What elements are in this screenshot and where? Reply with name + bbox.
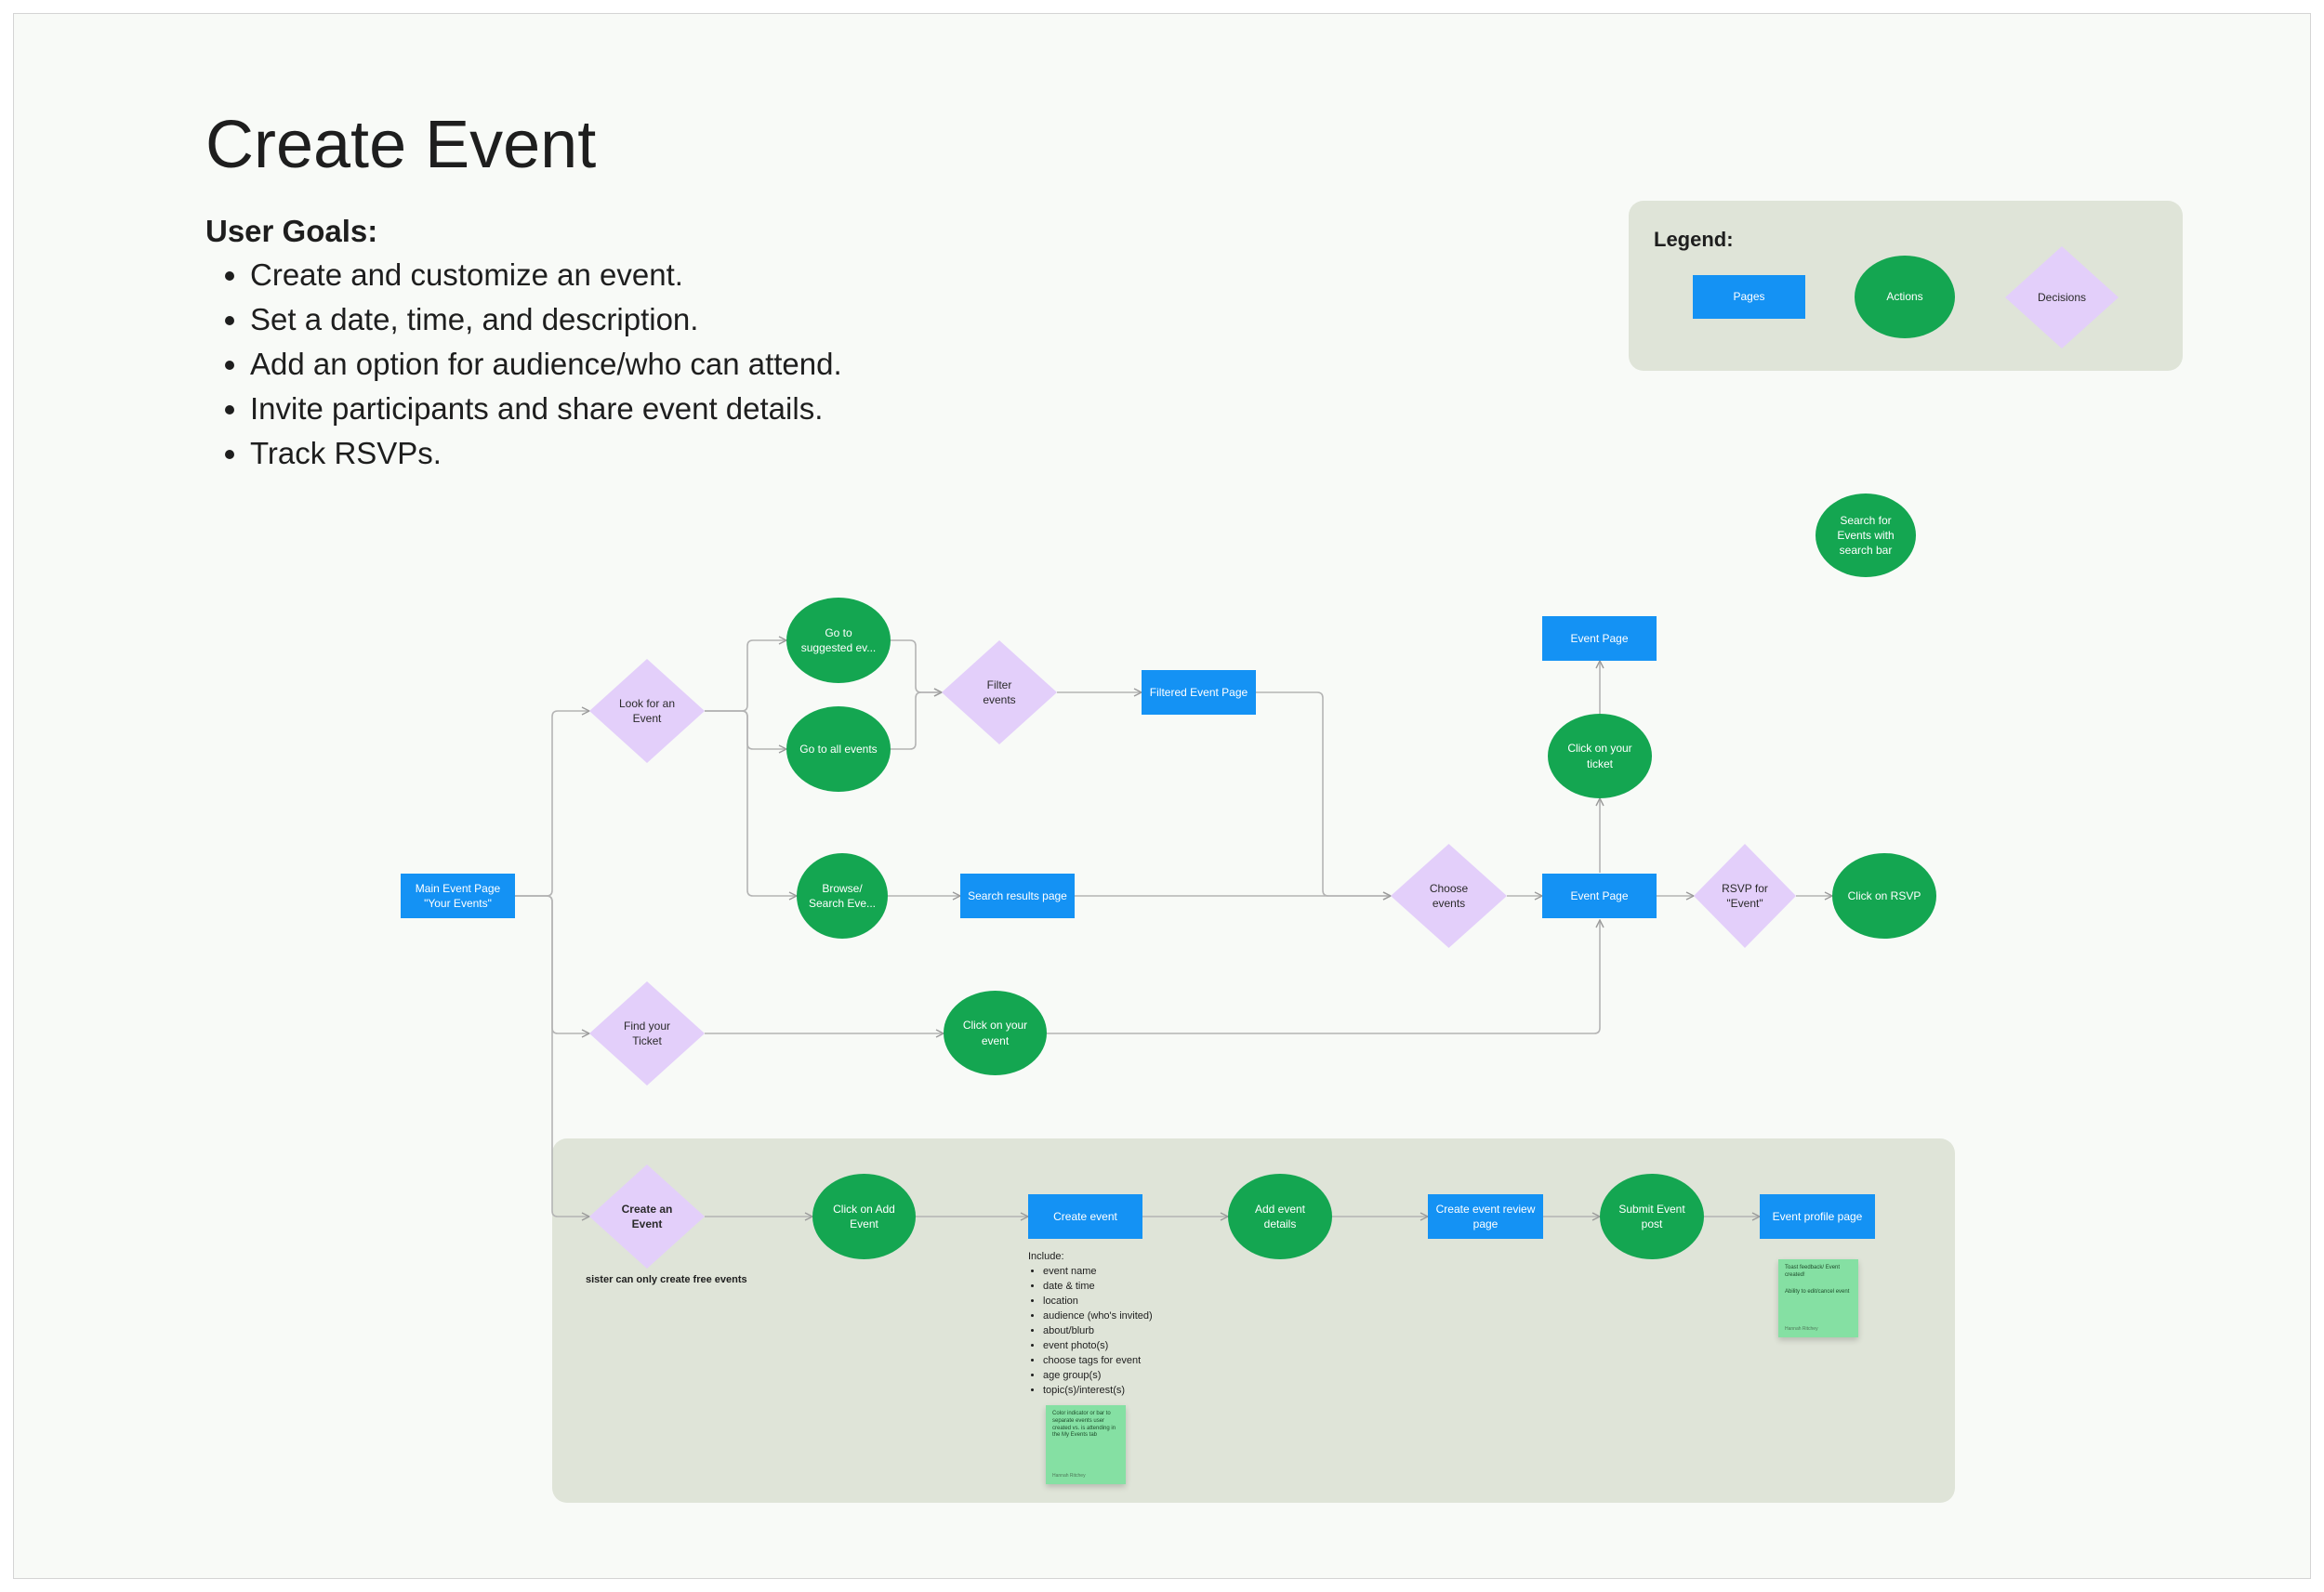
include-item: audience (who's invited): [1043, 1309, 1153, 1323]
goal-item: Set a date, time, and description.: [250, 297, 842, 342]
include-item: event photo(s): [1043, 1338, 1153, 1353]
submit-event-post-action[interactable]: Submit Event post: [1600, 1174, 1704, 1259]
goal-item: Add an option for audience/who can atten…: [250, 342, 842, 387]
browse-search-action[interactable]: Browse/ Search Eve...: [797, 853, 888, 939]
label-line: Click on your: [1567, 742, 1632, 756]
include-list-block: Include: event name date & time location…: [1028, 1249, 1153, 1398]
label-line: page: [1472, 1217, 1499, 1230]
label-line: Click on Add: [833, 1202, 895, 1216]
sister-note: sister can only create free events: [586, 1274, 747, 1285]
include-item: date & time: [1043, 1279, 1153, 1294]
label-line: Filter: [986, 678, 1012, 691]
edge-look-to-all: [705, 710, 786, 749]
edge-main-to-create: [515, 895, 589, 1217]
label-line: event: [981, 1033, 1010, 1047]
create-event-review-page[interactable]: Create event review page: [1428, 1194, 1543, 1239]
legend-pages[interactable]: Pages: [1693, 275, 1805, 319]
user-goals-list: Create and customize an event. Set a dat…: [205, 253, 842, 476]
goal-item: Create and customize an event.: [250, 253, 842, 297]
rsvp-for-event-decision[interactable]: RSVP for "Event": [1694, 844, 1796, 948]
choose-events-decision[interactable]: Choose events: [1391, 844, 1507, 948]
edge-look-to-browse: [705, 710, 797, 896]
search-results-page[interactable]: Search results page: [960, 874, 1075, 918]
add-event-details-action[interactable]: Add event details: [1228, 1174, 1332, 1259]
label-line: Main Event Page: [415, 881, 501, 895]
label-line: Click on your: [962, 1019, 1028, 1033]
include-item: choose tags for event: [1043, 1353, 1153, 1368]
goal-item: Track RSVPs.: [250, 431, 842, 476]
include-list: event name date & time location audience…: [1028, 1264, 1153, 1398]
sticky-note-toast-feedback[interactable]: Toast feedback/ Event created! Ability t…: [1778, 1259, 1858, 1337]
go-all-events-action[interactable]: Go to all events: [786, 706, 891, 792]
click-add-event-action[interactable]: Click on Add Event: [812, 1174, 916, 1259]
label-line: events: [1432, 897, 1466, 910]
edge-all-to-filter: [891, 692, 942, 750]
create-an-event-decision[interactable]: Create an Event: [589, 1164, 705, 1269]
find-ticket-decision[interactable]: Find your Ticket: [589, 981, 705, 1085]
include-heading: Include:: [1028, 1251, 1064, 1262]
label-line: Submit Event: [1618, 1202, 1685, 1216]
main-event-page[interactable]: Main Event Page "Your Events": [401, 874, 515, 918]
label-line: Event: [850, 1217, 878, 1230]
filtered-event-page[interactable]: Filtered Event Page: [1142, 670, 1256, 715]
filter-events-decision[interactable]: Filter events: [942, 640, 1057, 744]
event-page-mid[interactable]: Event Page: [1542, 874, 1657, 918]
sticky-text: Ability to edit/cancel event: [1785, 1288, 1850, 1295]
label-line: post: [1641, 1217, 1663, 1230]
include-item: age group(s): [1043, 1368, 1153, 1383]
include-item: about/blurb: [1043, 1323, 1153, 1338]
create-event-page[interactable]: Create event: [1028, 1194, 1142, 1239]
sticky-author: Hannah Ritchey: [1785, 1325, 1818, 1332]
sticky-text: Toast feedback/ Event created!: [1785, 1265, 1841, 1278]
include-item: location: [1043, 1294, 1153, 1309]
user-goals-heading: User Goals:: [205, 214, 378, 248]
edge-look-to-suggested: [705, 640, 786, 712]
label-line: Go to: [825, 625, 852, 639]
label-line: "Your Events": [424, 897, 492, 910]
label-line: Look for an: [618, 696, 676, 710]
legend-heading: Legend:: [1654, 228, 1734, 251]
edge-suggested-to-filter: [891, 639, 942, 692]
label-line: RSVP for: [1722, 881, 1768, 895]
event-page-top[interactable]: Event Page: [1542, 616, 1657, 661]
label-line: Event: [631, 1217, 663, 1230]
legend-decisions[interactable]: Decisions: [2005, 246, 2119, 349]
include-item: event name: [1043, 1264, 1153, 1279]
label-line: suggested ev...: [800, 641, 877, 654]
label-line: Find your: [623, 1019, 671, 1033]
edge-main-to-look: [515, 711, 589, 897]
label-line: Event: [632, 712, 662, 725]
goal-item: Invite participants and share event deta…: [250, 387, 842, 431]
label-line: ticket: [1586, 757, 1613, 770]
label-line: Choose: [1429, 881, 1469, 895]
legend-actions[interactable]: Actions: [1855, 256, 1955, 338]
label-line: Browse/: [822, 881, 863, 895]
look-for-event-decision[interactable]: Look for an Event: [589, 659, 705, 763]
label-line: "Event": [1726, 897, 1763, 910]
click-rsvp-action[interactable]: Click on RSVP: [1832, 853, 1936, 939]
sticky-author: Hannah Ritchey: [1052, 1472, 1086, 1479]
edge-filtered-to-choose: [1256, 691, 1391, 896]
sticky-text: Color indicator or bar to separate event…: [1052, 1411, 1116, 1439]
include-item: topic(s)/interest(s): [1043, 1383, 1153, 1398]
label-line: Ticket: [632, 1034, 662, 1047]
sticky-note-color-indicator[interactable]: Color indicator or bar to separate event…: [1046, 1405, 1126, 1484]
edge-clickevent-to-eventpage: [1047, 920, 1600, 1034]
label-line: Add event: [1254, 1202, 1306, 1216]
page-title: Create Event: [205, 108, 597, 182]
click-your-event-action[interactable]: Click on your event: [944, 991, 1047, 1075]
label-line: Search Eve...: [808, 897, 877, 910]
search-bar-action[interactable]: Search for Events with search bar: [1816, 493, 1916, 577]
label-line: details: [1263, 1217, 1297, 1230]
label-line: Create an: [621, 1202, 673, 1216]
label-line: Create event review: [1435, 1202, 1536, 1216]
label-line: events: [983, 693, 1016, 706]
event-profile-page[interactable]: Event profile page: [1760, 1194, 1875, 1239]
go-suggested-action[interactable]: Go to suggested ev...: [786, 598, 891, 683]
click-ticket-action[interactable]: Click on your ticket: [1548, 714, 1652, 798]
